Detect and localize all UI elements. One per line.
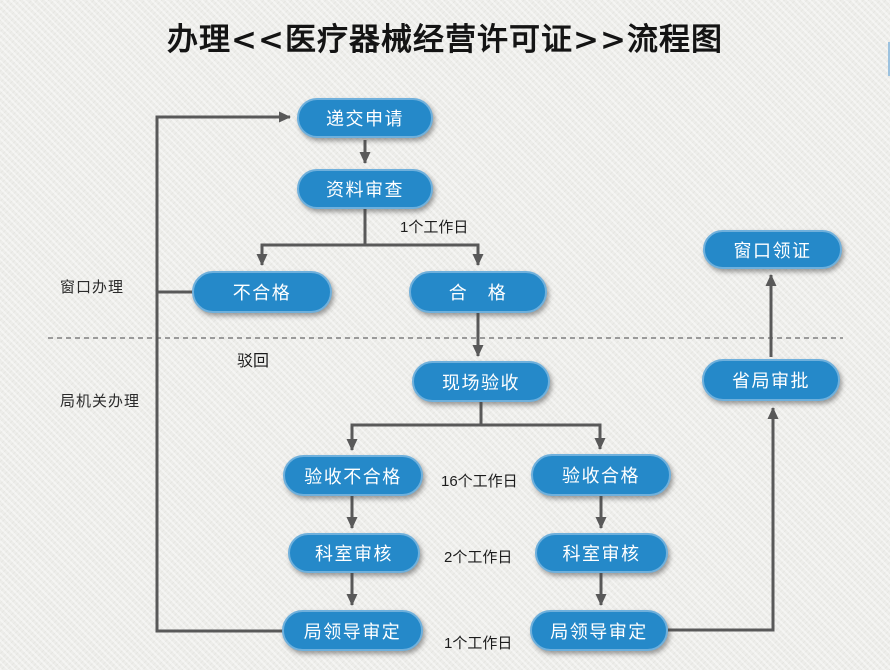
node-department-review-left: 科室审核 <box>288 533 420 573</box>
node-onsite-inspection: 现场验收 <box>412 361 550 402</box>
node-bureau-leader-approval-left: 局领导审定 <box>282 610 423 651</box>
connector-onsite-branch <box>346 423 606 451</box>
node-inspection-failed: 验收不合格 <box>283 455 423 496</box>
label-reject: 驳回 <box>237 353 270 370</box>
node-submit-application: 递交申请 <box>297 98 433 138</box>
label-department-duration: 2个工作日 <box>444 549 513 566</box>
node-inspection-passed: 验收合格 <box>531 454 671 496</box>
node-bureau-leader-approval-right: 局领导审定 <box>530 610 668 651</box>
connector-leader-to-provincial <box>668 407 779 632</box>
node-department-review-right: 科室审核 <box>535 533 668 573</box>
node-certificate-pickup: 窗口领证 <box>703 230 842 269</box>
node-provincial-bureau-approval: 省局审批 <box>702 359 840 401</box>
connector-review-branch <box>256 243 484 266</box>
node-unqualified: 不合格 <box>192 271 332 313</box>
node-document-review: 资料审查 <box>297 169 433 209</box>
page-title: 办理<<医疗器械经营许可证>>流程图 <box>167 22 723 58</box>
zone-label-window-handling: 窗口办理 <box>60 279 125 296</box>
right-edge-accent <box>888 42 890 76</box>
connector-feedback-loop <box>155 111 291 633</box>
label-review-duration: 1个工作日 <box>400 219 469 236</box>
zone-label-bureau-handling: 局机关办理 <box>60 393 141 410</box>
node-qualified: 合 格 <box>409 271 547 313</box>
label-leader-duration: 1个工作日 <box>444 635 513 652</box>
label-inspection-duration: 16个工作日 <box>441 473 518 490</box>
